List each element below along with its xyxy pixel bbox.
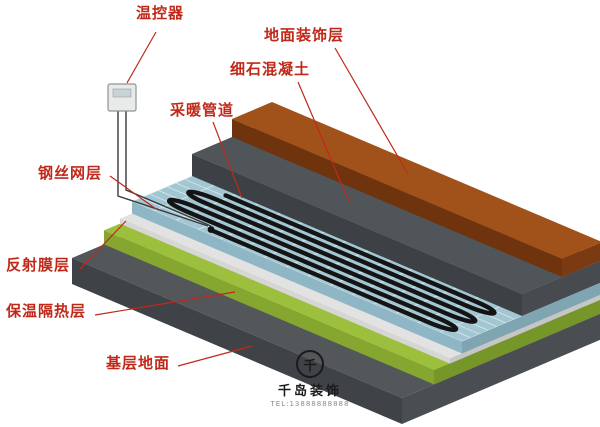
pipe-manifold-dot [207, 226, 215, 233]
leader-pipe [212, 121, 243, 199]
label-thermostat: 温控器 [136, 4, 185, 22]
decor-layer-right [562, 242, 600, 277]
leader-concrete [297, 81, 351, 205]
watermark: 千 千岛装饰 TEL:13888888888 [252, 350, 368, 408]
film-layer-front [120, 218, 450, 364]
label-insulation: 保温隔热层 [6, 302, 87, 320]
base-layer-front [72, 258, 402, 424]
thermostat-wire-2 [125, 111, 212, 227]
watermark-logo-char: 千 [303, 358, 317, 374]
thermostat-device [107, 83, 137, 112]
insulation-layer-front [104, 230, 434, 385]
watermark-logo: 千 [296, 350, 324, 378]
leader-mesh [109, 175, 157, 210]
leader-base [177, 345, 253, 367]
decor-layer-front [232, 119, 562, 277]
leader-floor-decor [334, 47, 409, 175]
label-floor-decor: 地面装饰层 [264, 26, 345, 44]
label-mesh: 钢丝网层 [38, 164, 103, 182]
label-film: 反射膜层 [6, 256, 71, 274]
thermostat-wire-1 [117, 111, 209, 227]
label-concrete: 细石混凝土 [230, 60, 311, 78]
leader-insulation [94, 291, 236, 316]
mesh-layer-front [132, 201, 462, 354]
thermostat-display [112, 88, 132, 98]
concrete-layer-front [192, 154, 522, 316]
base-layer-right [402, 313, 600, 424]
film-layer-right [450, 294, 600, 364]
watermark-phone: TEL:13888888888 [270, 400, 350, 408]
mesh-layer-right [462, 282, 600, 354]
decor-layer-top [232, 102, 600, 259]
leader-film [79, 220, 127, 270]
insulation-layer-right [434, 299, 600, 385]
concrete-layer-top [192, 120, 600, 294]
concrete-layer-right [522, 260, 600, 316]
label-base: 基层地面 [106, 354, 171, 372]
leader-thermostat [126, 31, 157, 84]
heating-pipe [167, 189, 497, 333]
label-pipe: 采暖管道 [170, 101, 235, 119]
watermark-brand: 千岛装饰 [277, 384, 342, 399]
